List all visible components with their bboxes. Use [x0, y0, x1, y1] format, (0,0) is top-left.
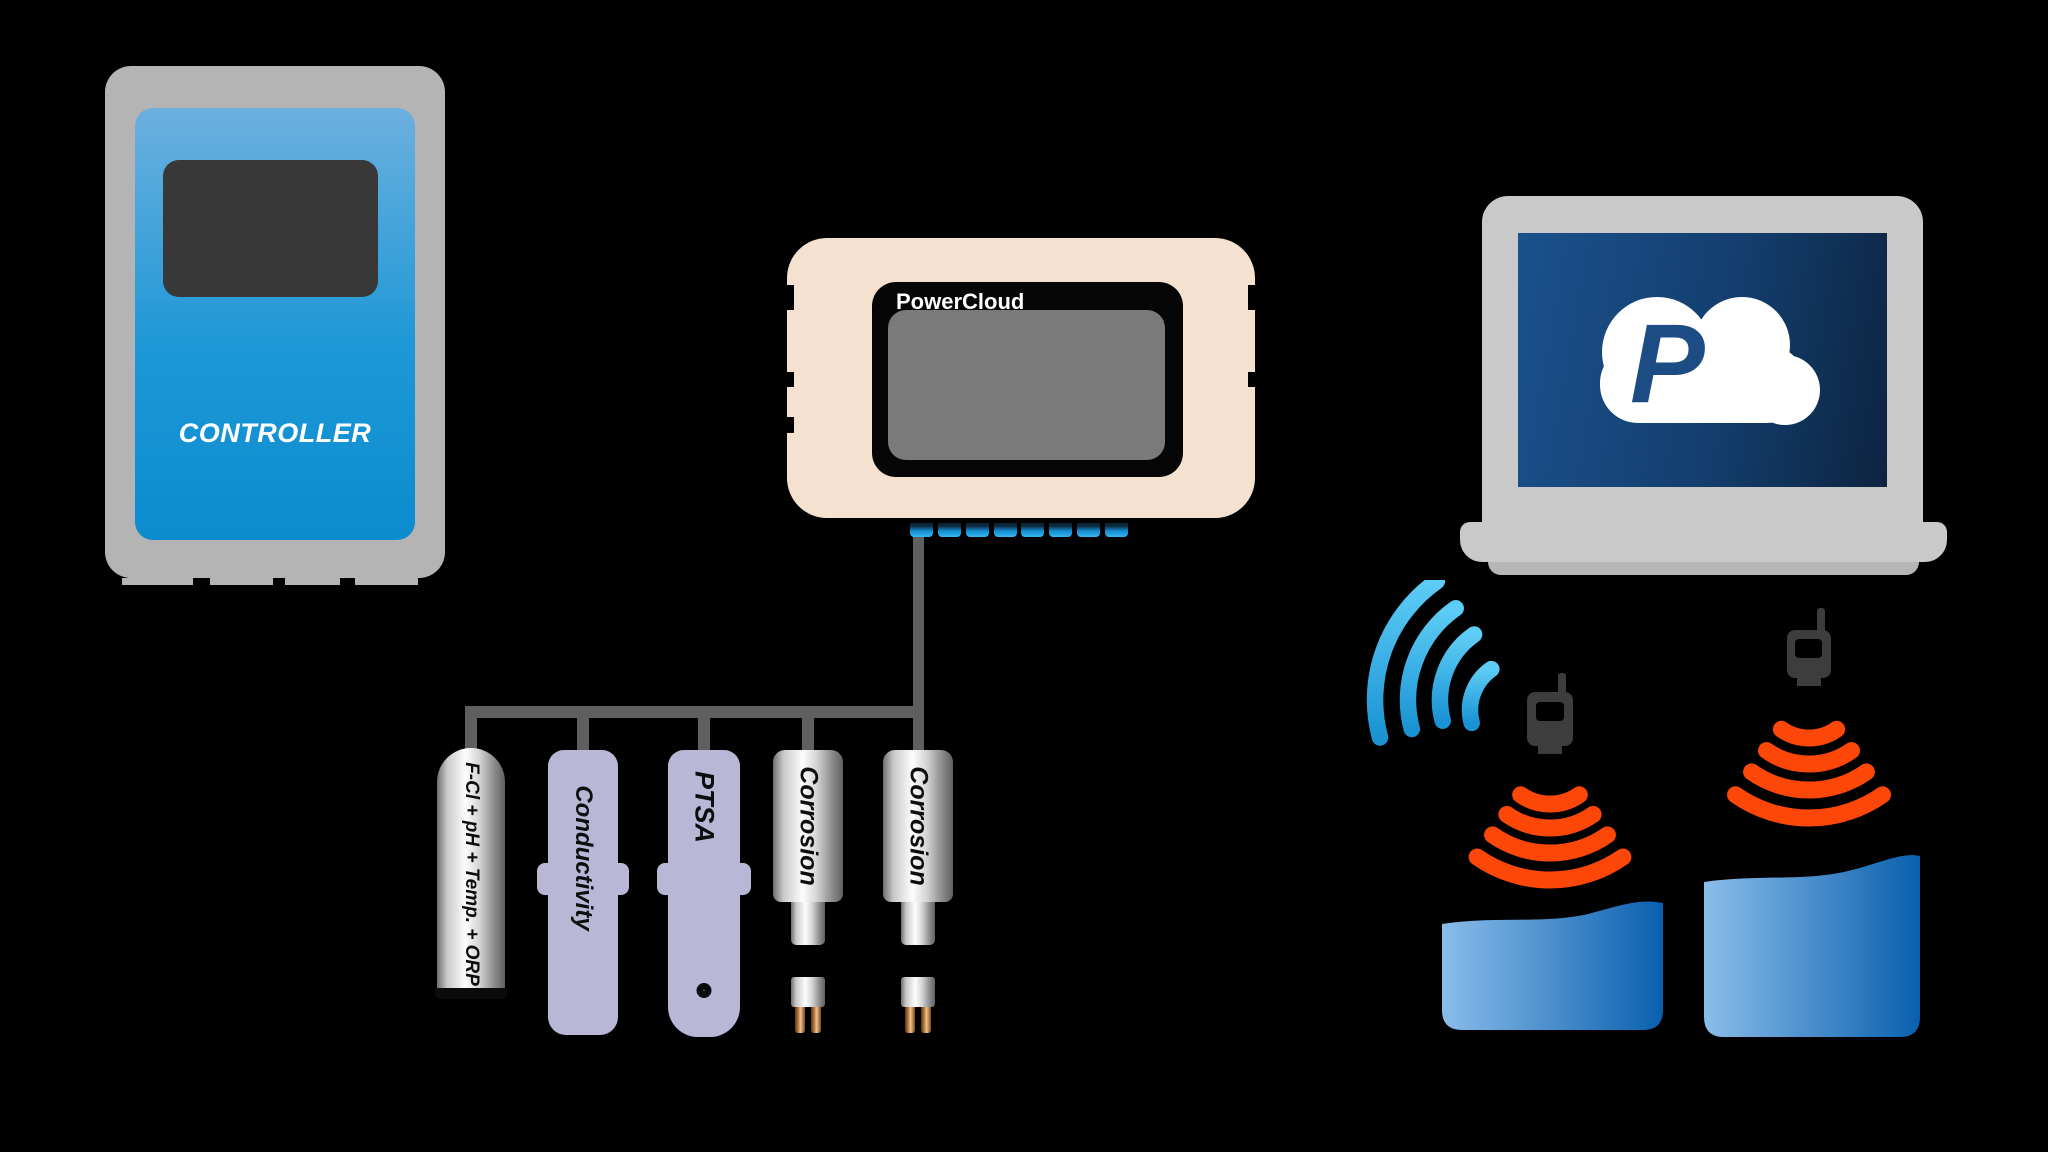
controller-label: CONTROLLER [178, 418, 372, 448]
corrosion-electrode-pin [795, 1007, 805, 1033]
sensor-label: F-Cl + pH + Temp. + ORP [461, 761, 482, 986]
controller-screen [163, 160, 378, 297]
sensor-drop-cable [577, 712, 589, 756]
corrosion-probe-collar [901, 977, 935, 1007]
controller-device: CONTROLLER [105, 66, 445, 585]
controller-faceplate: CONTROLLER [135, 108, 415, 540]
corrosion-electrode-pin [811, 1007, 821, 1033]
connector-tab [1021, 523, 1045, 537]
sensor-corrosion-1: Corrosion [773, 750, 843, 902]
sensor-label: Corrosion [794, 766, 823, 886]
cloud-base [1600, 345, 1805, 423]
laptop: P [1460, 196, 1947, 578]
gateway-screen [888, 310, 1165, 460]
ultrasonic-waves-icon [1727, 720, 1891, 827]
sensor-conductivity: Conductivity [537, 750, 629, 1035]
sensor-ptsa: PTSA [657, 750, 751, 1037]
sensor-bottom-cap [435, 988, 507, 999]
sensor-optical-eye [696, 983, 712, 998]
sensor-label: Corrosion [904, 766, 933, 886]
connector-tab [965, 523, 989, 537]
sensor-fcl-ph-temp-orp: F-Cl + pH + Temp. + ORP [435, 748, 507, 999]
gateway-sensor-cable [913, 528, 924, 756]
sensor-bus-cable [465, 706, 924, 718]
connector-row [910, 523, 1128, 537]
gateway-slot [787, 417, 794, 433]
controller-foot [210, 578, 273, 585]
tank-group-right [1704, 608, 1920, 1037]
powercloud-gateway: PowerCloud [787, 238, 1255, 518]
gateway-title: PowerCloud [896, 289, 1025, 314]
tank-group-left [1366, 580, 1663, 1030]
gateway-slot [787, 285, 794, 310]
corrosion-probe-collar [791, 977, 825, 1007]
sensor-label: Conductivity [570, 785, 597, 931]
laptop-base [1460, 522, 1947, 562]
cloud-logo: P [1600, 297, 1820, 426]
level-transmitter-icon [1787, 608, 1831, 686]
gateway-slot [1248, 372, 1255, 387]
controller-foot [355, 578, 418, 585]
connector-tab [910, 523, 933, 537]
connector-tab [1049, 523, 1073, 537]
connector-tab [993, 523, 1017, 537]
gateway-slot [787, 372, 794, 387]
connector-tab [1104, 523, 1128, 537]
corrosion-probe-neck [901, 902, 935, 945]
sensor-mount-wing [537, 863, 629, 895]
laptop-base-lip [1488, 562, 1919, 575]
sensor-label: PTSA [689, 771, 720, 844]
ultrasonic-waves-icon [1468, 786, 1632, 889]
sensor-mount-wing [657, 863, 751, 895]
controller-foot [122, 578, 193, 585]
water-tank [1442, 901, 1663, 1030]
logo-letter: P [1630, 301, 1705, 426]
connector-tab [937, 523, 961, 537]
sensor-drop-cable [465, 712, 477, 756]
corrosion-electrode-pin [905, 1007, 915, 1033]
wifi-signal-icon [1366, 580, 1500, 746]
corrosion-electrode-pin [921, 1007, 931, 1033]
gateway-display-bezel: PowerCloud [872, 282, 1183, 477]
sensor-drop-cable [802, 712, 814, 756]
level-transmitter-icon [1527, 673, 1573, 754]
gateway-slot [1248, 285, 1255, 310]
connector-tab [1077, 523, 1101, 537]
corrosion-probe-neck [791, 902, 825, 945]
sensor-corrosion-2: Corrosion [883, 750, 953, 902]
sensor-drop-cable [698, 712, 710, 756]
controller-foot [285, 578, 340, 585]
water-tank [1704, 855, 1920, 1037]
